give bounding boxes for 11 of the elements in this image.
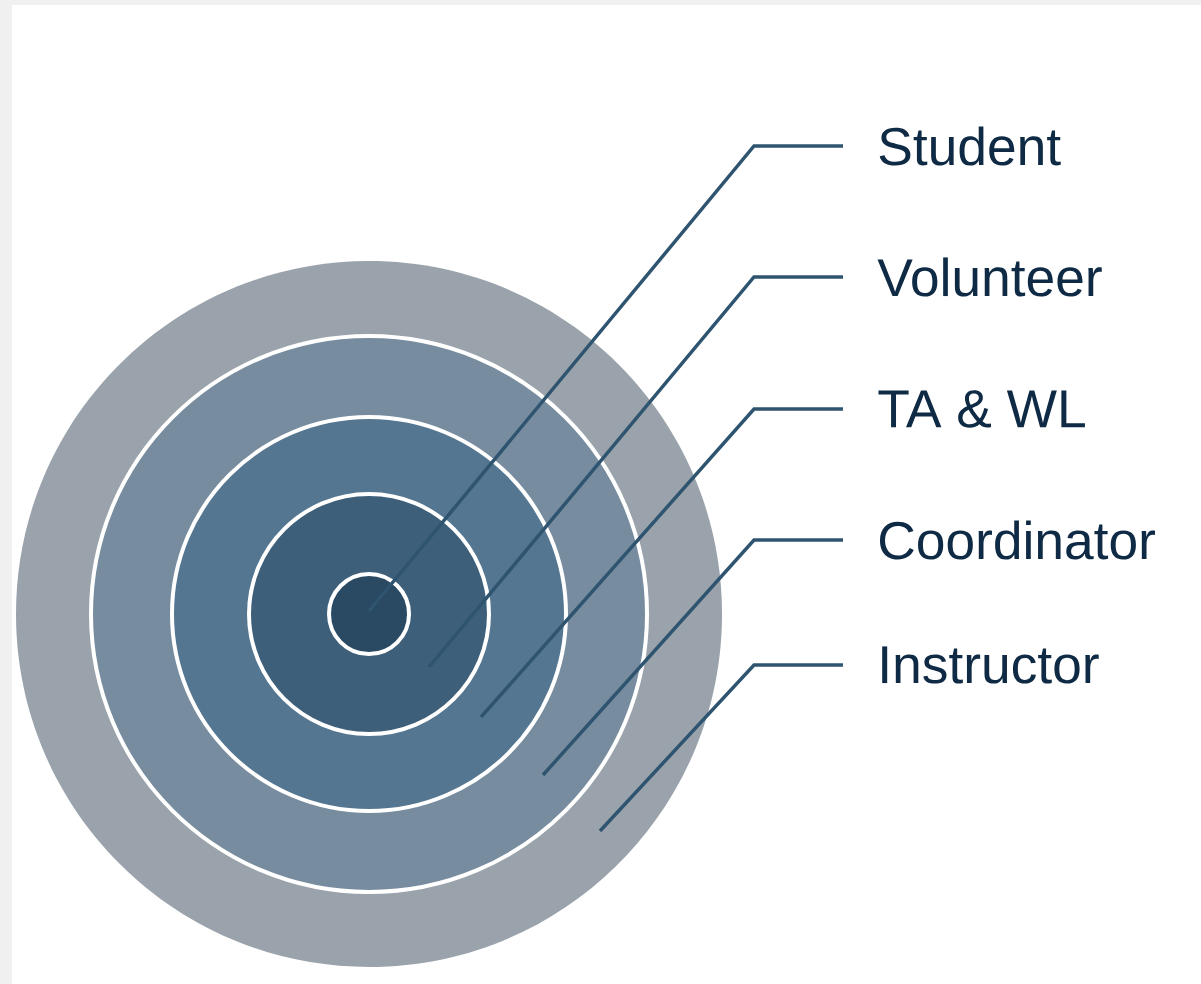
label: Coordinator [880,520,1155,560]
leader-line [598,663,843,833]
label: Instructor [882,646,1099,684]
label: TA & WL [878,390,1085,428]
leader-line [427,275,843,669]
label: Student [879,126,1061,166]
label: Volunteer [877,257,1102,297]
leader-line [479,407,843,719]
leader-line [367,144,843,613]
ring [327,572,411,656]
leader-line [541,538,843,777]
